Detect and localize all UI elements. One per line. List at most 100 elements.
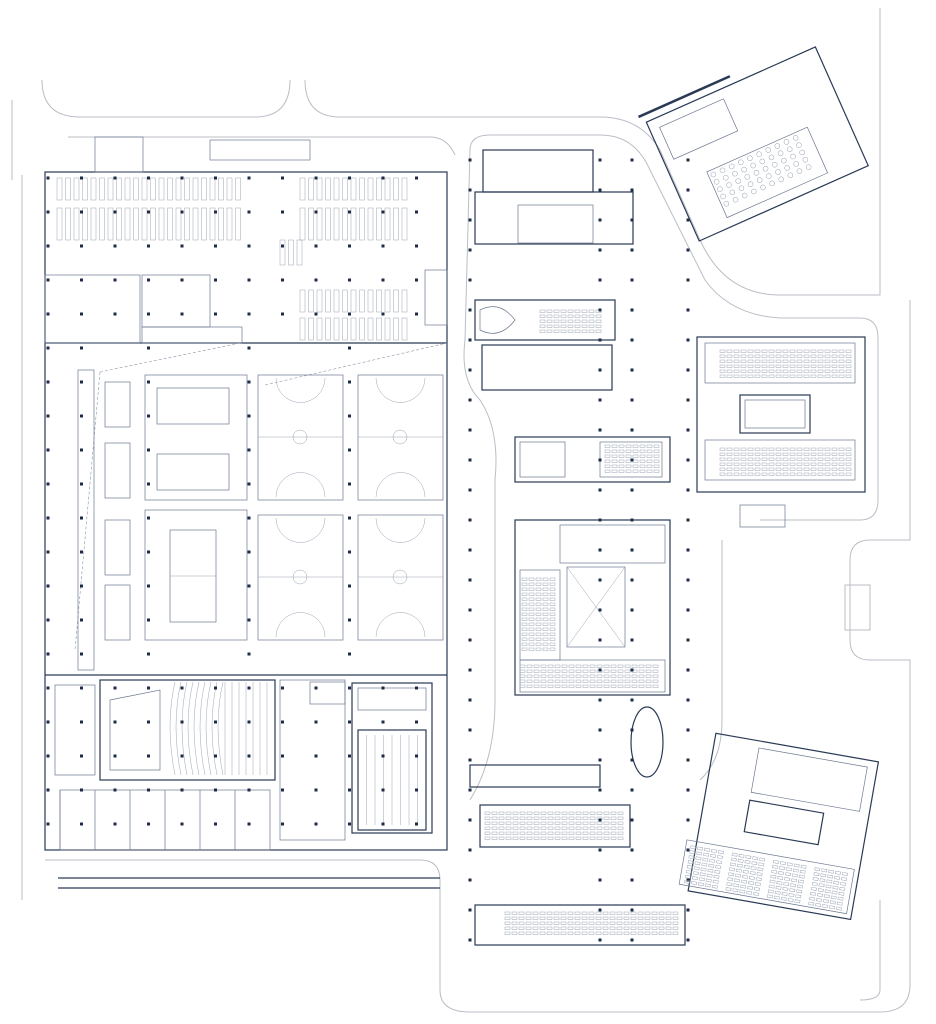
desk (645, 664, 652, 668)
desk (603, 684, 610, 688)
desk (632, 464, 639, 468)
structural-column (630, 488, 634, 492)
desk (817, 452, 824, 456)
desk (733, 883, 740, 888)
structural-column (80, 686, 83, 690)
shelf (299, 177, 306, 201)
desk (518, 931, 525, 935)
desk (789, 364, 796, 368)
structural-column (247, 618, 251, 622)
structural-column (348, 380, 351, 384)
desk (644, 916, 651, 920)
shelf (124, 177, 131, 201)
desk (526, 826, 533, 830)
structural-column (147, 346, 150, 350)
desk (567, 921, 574, 925)
desk (782, 359, 789, 363)
desk (726, 452, 733, 456)
desk (540, 811, 547, 815)
desk (582, 679, 589, 683)
desk (581, 911, 588, 915)
desk (754, 882, 761, 887)
desk (575, 664, 582, 668)
structural-column (147, 210, 150, 214)
desk (561, 679, 568, 683)
desk (518, 916, 525, 920)
desk (561, 811, 568, 815)
structural-column (214, 210, 217, 214)
structural-column (147, 244, 150, 248)
table (738, 185, 745, 192)
desk (588, 329, 595, 333)
desk (741, 879, 748, 884)
desk (542, 602, 549, 606)
shelf (296, 239, 303, 266)
desk (528, 637, 535, 641)
desk (561, 821, 568, 825)
desk (535, 637, 542, 641)
desk (542, 637, 549, 641)
shelf (184, 177, 190, 201)
desk (719, 447, 726, 451)
desk (838, 467, 845, 471)
desk (776, 880, 783, 885)
desk (775, 452, 782, 456)
desk (710, 853, 717, 858)
desk (610, 674, 617, 678)
desk (547, 664, 554, 668)
desk (498, 811, 505, 815)
desk (595, 319, 602, 323)
desk (553, 314, 560, 318)
court-arc (275, 377, 326, 403)
structural-column (113, 244, 117, 248)
desk (554, 816, 561, 820)
structural-column (147, 754, 150, 758)
shelf (56, 177, 63, 201)
structural-column (348, 346, 351, 350)
structural-column (147, 822, 150, 826)
desk (719, 374, 726, 378)
desk (609, 921, 616, 925)
desk (838, 374, 845, 378)
desk (797, 884, 804, 889)
desk (769, 879, 776, 884)
desk (546, 309, 553, 313)
structural-column (80, 652, 83, 656)
desk (575, 669, 582, 673)
desk (535, 582, 542, 586)
desk (567, 911, 574, 915)
structural-column (381, 176, 385, 180)
desk (574, 319, 581, 323)
desk (616, 916, 623, 920)
desk (554, 664, 561, 668)
structural-column (686, 728, 690, 732)
desk (491, 816, 498, 820)
desk (761, 349, 768, 353)
desk (624, 669, 631, 673)
desk (715, 864, 722, 869)
shelf (359, 177, 365, 201)
shelf (342, 317, 348, 341)
desk (581, 926, 588, 930)
structural-column (281, 210, 284, 214)
shelf (73, 207, 80, 241)
desk (542, 627, 549, 631)
desk (595, 329, 602, 333)
structural-column (46, 380, 50, 384)
desk (546, 319, 553, 323)
table (741, 192, 748, 199)
desk (553, 911, 560, 915)
structural-column (247, 210, 251, 214)
desk (795, 894, 802, 899)
structural-column (80, 448, 83, 452)
structural-column (46, 754, 50, 758)
structural-column (598, 308, 602, 312)
desk (540, 836, 547, 840)
desk (630, 911, 637, 915)
desk (595, 926, 602, 930)
desk (653, 459, 660, 463)
desk (796, 364, 803, 368)
desk (547, 684, 554, 688)
desk (625, 464, 632, 468)
desk (568, 684, 575, 688)
